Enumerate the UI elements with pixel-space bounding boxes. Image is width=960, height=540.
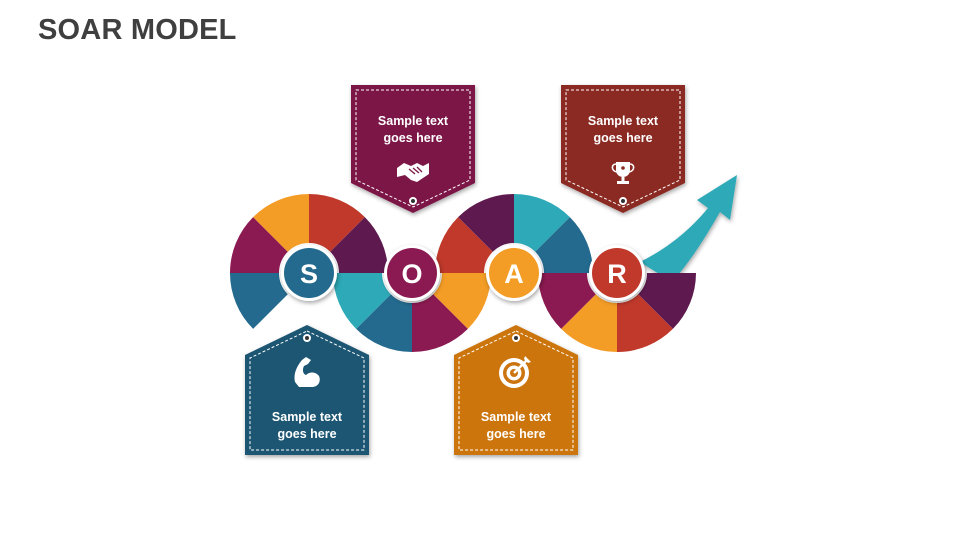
wheel-o-segment-4 [333,273,391,329]
trophy-icon [611,162,635,184]
wheel-s-segment-4 [309,194,365,252]
growth-arrow [640,175,737,282]
tag-s-line1: Sample text [272,410,343,424]
target-icon [499,356,531,388]
letter-a: A [504,259,524,289]
letter-r: R [607,259,627,289]
wheel-a-segment-3 [514,194,570,252]
handshake-icon [397,163,429,182]
letter-circle-a: A [486,245,542,301]
page-title: SOAR MODEL [38,14,237,46]
wheel-s-segment-2 [230,217,288,273]
tag-r: Sample text goes here [561,85,685,213]
tag-s-line2: goes here [277,427,336,441]
tag-a: Sample text goes here [454,325,578,455]
tag-a-line2: goes here [486,427,545,441]
wheel-r-segment-3 [561,294,617,352]
wheel-s-segment-3 [253,194,309,252]
wheel-r [538,273,696,352]
tag-a-line1: Sample text [481,410,552,424]
wheel-a-segment-1 [435,217,493,273]
wheel-r-segment-4 [538,273,596,329]
letter-o: O [401,259,422,289]
tag-o-line2: goes here [383,131,442,145]
wheel-a-segment-2 [458,194,514,252]
wheel-o [333,273,491,352]
letter-circle-r: R [589,245,645,301]
wheel-r-segment-1 [638,273,696,329]
tag-r-line2: goes here [593,131,652,145]
tag-r-line1: Sample text [588,114,659,128]
wheel-o-segment-3 [356,294,412,352]
tag-o-line1: Sample text [378,114,449,128]
wheel-s [230,194,388,329]
wheel-s-segment-1 [230,273,288,329]
wheel-s-segment-5 [330,217,388,273]
tag-s: Sample text goes here [245,325,369,455]
flexed-arm-icon [294,357,320,387]
wheel-o-segment-2 [412,294,468,352]
letter-circle-s: S [281,245,337,301]
wheel-r-segment-2 [617,294,673,352]
letter-s: S [300,259,318,289]
wheel-a-segment-4 [535,217,593,273]
wheel-a [435,194,593,273]
letter-circle-o: O [384,245,440,301]
wheel-o-segment-1 [433,273,491,329]
tag-o: Sample text goes here [351,85,475,213]
